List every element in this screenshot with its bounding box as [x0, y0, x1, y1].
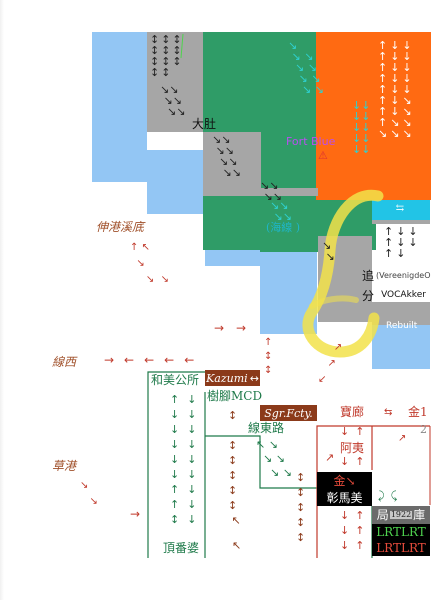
blue-zone-right	[372, 325, 430, 369]
arrows-red-diag-jin: ↗	[325, 451, 335, 464]
label-cao-gang: 草港	[52, 459, 77, 473]
white-gap-2	[92, 182, 147, 214]
arrows-red-diag-ne: ↗ ↗↙	[318, 342, 343, 385]
label-zhui: 追	[362, 269, 375, 283]
arrow-red-west-low: →	[130, 507, 141, 521]
label-fen: 分	[362, 289, 375, 303]
arrows-brown-col: ↕ ↕↕↕↕↕ ↖	[228, 409, 241, 527]
badge-lrt-1: LRTLRT	[372, 524, 430, 540]
arrows-green-diag: ↖ ↘ ↘ ↘ ↘ ↘	[256, 438, 292, 479]
blue-zone-left	[92, 132, 147, 182]
arrow-diag-1: ↘↘ ↘↘ ↘↘	[160, 83, 186, 118]
green-line-outline	[147, 371, 205, 558]
label-num2: 2	[420, 423, 427, 436]
gray-block-1	[147, 32, 203, 132]
gray-block-3	[260, 188, 318, 196]
gray-block-green-tick	[180, 33, 184, 59]
label-xiandong: 線東路	[248, 421, 285, 435]
badge-jin: 金↘	[317, 472, 372, 490]
warning-icon: ⚠	[318, 149, 328, 162]
label-year: 1922	[389, 510, 413, 519]
arrows-red-col-1: ↓↑ ↓↑	[340, 425, 371, 468]
label-haixian: (海線 )	[266, 221, 301, 234]
label-hemei: 和美公所	[151, 373, 200, 387]
label-shen-gang: 伸港溪底	[96, 220, 145, 234]
label-kazumi: Kazumi	[206, 371, 248, 385]
orange-zone	[316, 32, 431, 200]
arrows-green-turn: ⤸⤹	[378, 489, 404, 502]
arrows-red-caogang: ↘ ↘	[80, 480, 98, 507]
label-shujiao: 樹腳MCD	[207, 389, 263, 403]
label-jin1: 金1	[408, 405, 428, 419]
label-ayi: 阿夷	[340, 441, 365, 455]
label-voc: VOCAkker	[376, 288, 431, 302]
gray-block-2	[203, 132, 261, 196]
arrows-brown-col-2: ↕↕↕↕↕	[296, 471, 306, 544]
swap-badge: ⇆	[395, 203, 405, 214]
badge-sgr: Sgr.Fcty.	[260, 405, 317, 421]
arrow-dingfan-diag: ↖	[232, 539, 242, 552]
label-dingfan: 頂番婆	[163, 541, 200, 555]
kazumi-arrow-icon: ↔	[249, 371, 259, 385]
gray-block-6	[372, 302, 430, 325]
arrow-diag-cyan-2: ↘↘ ↘↘	[270, 199, 292, 223]
swap-icon: ⇆	[384, 407, 393, 418]
arrows-red-up: ↑↕↕	[264, 337, 273, 376]
cyan-strip	[372, 200, 430, 220]
label-rebuilt: Rebuilt	[386, 321, 418, 331]
badge-lrt-2: LRTLRT	[372, 540, 430, 556]
green-line-xiandong	[205, 435, 317, 489]
label-da-du: 大肚	[192, 117, 217, 131]
label-ju: 局	[376, 508, 389, 522]
arrows-red-jin1: ↗	[398, 433, 407, 444]
blue-zone-mid	[147, 150, 205, 214]
arrow-diag-3: ↘↘ ↘↘	[260, 179, 282, 203]
green-zone-inner	[260, 196, 318, 252]
arrow-grid-1: ↕↕↕↕↕↕↕↕↕↕↕	[150, 33, 184, 79]
blue-zone-top	[92, 32, 148, 132]
arrows-green-col-1: ↑↓↓↓↓↓↓↓↓↓↓↓↑↓↑↓↕↓	[170, 393, 205, 526]
arrow-gray-right: ↑↓↓↑↓↓↑↓	[384, 225, 421, 260]
badge-zhangma: 彰馬美	[317, 490, 372, 506]
arrows-red-row-2: →←←←←	[104, 353, 205, 367]
label-fort-blue: Fort Blue	[286, 135, 336, 148]
label-ku: 庫	[413, 508, 426, 522]
arrow-orange-grid: ↑↓↓↑↓↓↑↓↓↑↓↓↑↓↓↑↓↘↑↓↘↑↘↘↘↘↘	[378, 39, 415, 140]
arrows-red-row-1: →→	[214, 321, 259, 335]
arrow-vert-cyan: ↓↓↓↓↓↓↓↓↓↓	[352, 99, 371, 156]
label-vereenigde: (VereenigdeO	[376, 271, 431, 280]
badge-kazumi: Kazumi↔	[205, 370, 260, 386]
label-xian-xi: 線西	[52, 355, 77, 369]
arrow-diag-2: ↘↘ ↘↘ ↘↘ ↘↘	[212, 133, 241, 179]
arrow-diag-cyan-1: ↘ ↘ ↘ ↘ ↘ ↘ ↘ ↘ ↘	[288, 39, 324, 96]
label-baolang: 寶廊	[340, 405, 365, 419]
white-gap-1	[147, 132, 203, 150]
arrow-gray-lower: ↘ ↘	[322, 239, 335, 263]
arrows-red-diag-west: ↑ ↖ ↘ ↘ ↘	[130, 242, 170, 285]
arrows-red-col-2: ↓↑↓↑↓↑	[340, 509, 371, 552]
